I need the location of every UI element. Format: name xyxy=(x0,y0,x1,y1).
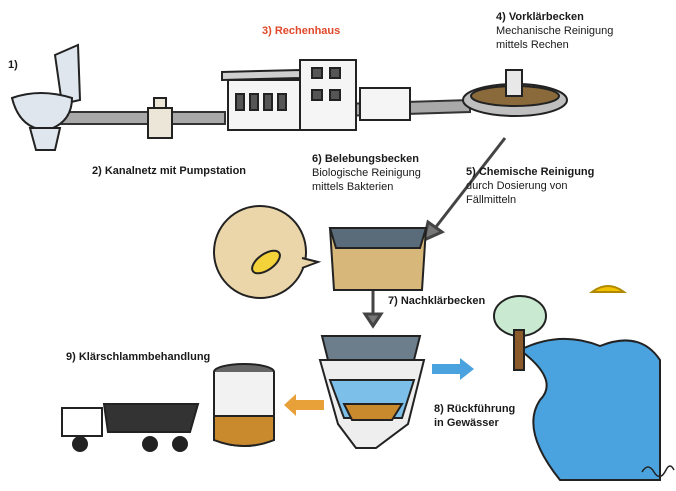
label-step-1: 1) xyxy=(8,59,18,71)
signature-icon xyxy=(641,465,675,478)
label-step-4-title: 4) Vorklärbecken xyxy=(496,11,584,23)
label-step-6-line-2: mittels Bakterien xyxy=(312,181,394,193)
sun-icon xyxy=(588,285,628,293)
secondary-clarifier-icon xyxy=(318,335,426,449)
aeration-tank-icon xyxy=(328,227,428,291)
bacteria-icon xyxy=(213,205,322,299)
tree-icon xyxy=(493,295,547,371)
label-step-8-line-2: in Gewässer xyxy=(434,417,499,429)
label-step-8-line-1: 8) Rückführung xyxy=(434,403,516,415)
return-arrow xyxy=(432,358,474,380)
label-step-4-line-2: mittels Rechen xyxy=(496,39,569,51)
screen-house-icon xyxy=(221,59,411,131)
label-step-6-line-1: Biologische Reinigung xyxy=(312,167,421,179)
river-icon xyxy=(518,337,661,481)
primary-clarifier-icon xyxy=(462,69,568,117)
label-step-7: 7) Nachklärbecken xyxy=(388,295,486,307)
label-step-9: 9) Klärschlammbehandlung xyxy=(66,351,211,363)
label-step-5-line-2: Fällmitteln xyxy=(466,194,517,206)
pump-station-icon xyxy=(147,97,173,139)
label-step-6-title: 6) Belebungsbecken xyxy=(312,153,419,165)
flow-arrows xyxy=(362,137,507,329)
label-step-5-line-1: durch Dosierung von xyxy=(466,180,568,192)
label-step-4-line-1: Mechanische Reinigung xyxy=(496,25,614,37)
label-step-2: 2) Kanalnetz mit Pumpstation xyxy=(92,165,247,177)
truck-icon xyxy=(61,403,200,452)
label-step-3: 3) Rechenhaus xyxy=(262,25,341,37)
toilet-icon xyxy=(10,43,82,151)
sludge-tank-icon xyxy=(213,363,275,447)
label-step-5-title: 5) Chemische Reinigung xyxy=(466,166,595,178)
sludge-arrow xyxy=(284,394,324,416)
